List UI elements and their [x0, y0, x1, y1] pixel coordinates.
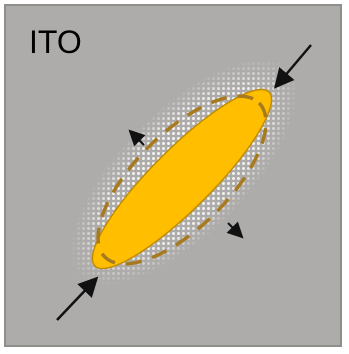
panel-title: ITO: [29, 26, 82, 58]
ito-diagram-panel: ITO: [4, 4, 342, 347]
